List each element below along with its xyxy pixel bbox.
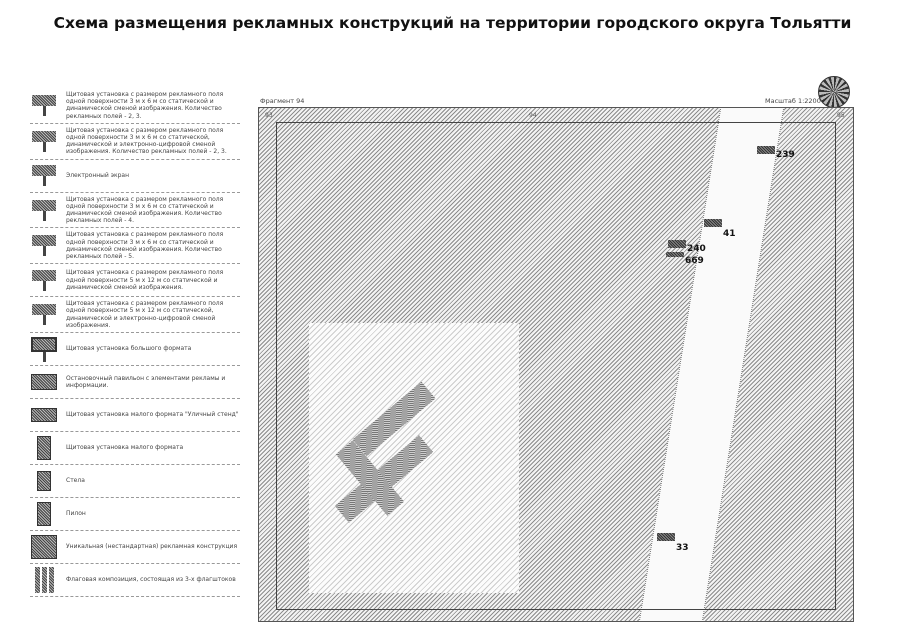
- legend: Щитовая установка с размером рекламного …: [30, 88, 240, 598]
- flag-composition-icon: [30, 567, 58, 594]
- bus-stop-pavilion-icon: [30, 374, 58, 391]
- legend-text: Щитовая установка с размером рекламного …: [66, 269, 224, 291]
- legend-item: Стела: [30, 465, 240, 499]
- legend-text: Щитовая установка с размером рекламного …: [66, 300, 224, 329]
- legend-item: Уникальная (нестандартная) рекламная кон…: [30, 531, 240, 565]
- small-billboard-icon: [30, 436, 58, 461]
- compass-rose-icon: [818, 76, 850, 108]
- legend-item: Щитовая установка с размером рекламного …: [30, 297, 240, 334]
- billboard-5x12-digital-icon: [30, 304, 58, 326]
- legend-item: Щитовая установка с размером рекламного …: [30, 124, 240, 160]
- legend-item: Пилон: [30, 498, 240, 532]
- billboard-5x12-icon: [30, 269, 58, 291]
- legend-item: Щитовая установка с размером рекламного …: [30, 88, 240, 124]
- legend-text: Остановочный павильон с элементами рекла…: [66, 374, 226, 390]
- page-title: Схема размещения рекламных конструкций н…: [53, 14, 852, 32]
- legend-item: Щитовая установка с размером рекламного …: [30, 193, 240, 229]
- legend-text: Пилон: [66, 510, 86, 518]
- billboard-4-fields-icon: [30, 199, 58, 221]
- billboard-3x6-icon: [30, 94, 58, 116]
- marker-239[interactable]: 239: [757, 146, 795, 160]
- grid-number: 95: [837, 112, 845, 119]
- legend-item: Щитовая установка большого формата: [30, 333, 240, 367]
- marker-41[interactable]: 41: [704, 219, 736, 239]
- legend-item: Щитовая установка с размером рекламного …: [30, 228, 240, 265]
- street-stand-icon: [30, 408, 58, 423]
- unique-construction-icon: [30, 535, 58, 560]
- marker-33[interactable]: 33: [657, 533, 689, 553]
- marker-669[interactable]: 669: [666, 252, 704, 266]
- billboard-3x6-digital-icon: [30, 130, 58, 152]
- legend-text: Уникальная (нестандартная) рекламная кон…: [66, 543, 238, 551]
- pylon-icon: [30, 502, 58, 527]
- legend-text: Щитовая установка с размером рекламного …: [66, 195, 224, 225]
- legend-text: Щитовая установка малого формата "Уличны…: [66, 411, 239, 419]
- legend-item: Щитовая установка с размером рекламного …: [30, 264, 240, 298]
- legend-text: Флаговая композиция, состоящая из 3-х фл…: [66, 576, 236, 584]
- fragment-frame: [276, 122, 836, 610]
- grid-number: 94: [529, 112, 537, 119]
- marker-240[interactable]: 240: [668, 240, 706, 254]
- legend-text: Электронный экран: [66, 172, 130, 180]
- legend-text: Щитовая установка малого формата: [66, 444, 184, 452]
- legend-text: Щитовая установка с размером рекламного …: [66, 126, 227, 156]
- fragment-label: Фрагмент 94: [260, 97, 305, 105]
- legend-item: Электронный экран: [30, 160, 240, 193]
- large-format-billboard-icon: [30, 336, 58, 362]
- legend-item: Флаговая композиция, состоящая из 3-х фл…: [30, 564, 240, 598]
- stele-icon: [30, 471, 58, 492]
- legend-text: Щитовая установка с размером рекламного …: [66, 231, 224, 261]
- map[interactable]: 93 94 95 239 41 240 669 33: [258, 107, 854, 622]
- legend-item: Щитовая установка малого формата "Уличны…: [30, 399, 240, 433]
- scale-label: Масштаб 1:2200: [765, 97, 821, 105]
- legend-item: Остановочный павильон с элементами рекла…: [30, 366, 240, 400]
- legend-text: Стела: [66, 477, 85, 485]
- legend-text: Щитовая установка большого формата: [66, 345, 192, 353]
- billboard-5-fields-icon: [30, 235, 58, 257]
- electronic-screen-icon: [30, 165, 58, 187]
- grid-number: 93: [265, 112, 273, 119]
- legend-item: Щитовая установка малого формата: [30, 432, 240, 466]
- legend-text: Щитовая установка с размером рекламного …: [66, 91, 224, 120]
